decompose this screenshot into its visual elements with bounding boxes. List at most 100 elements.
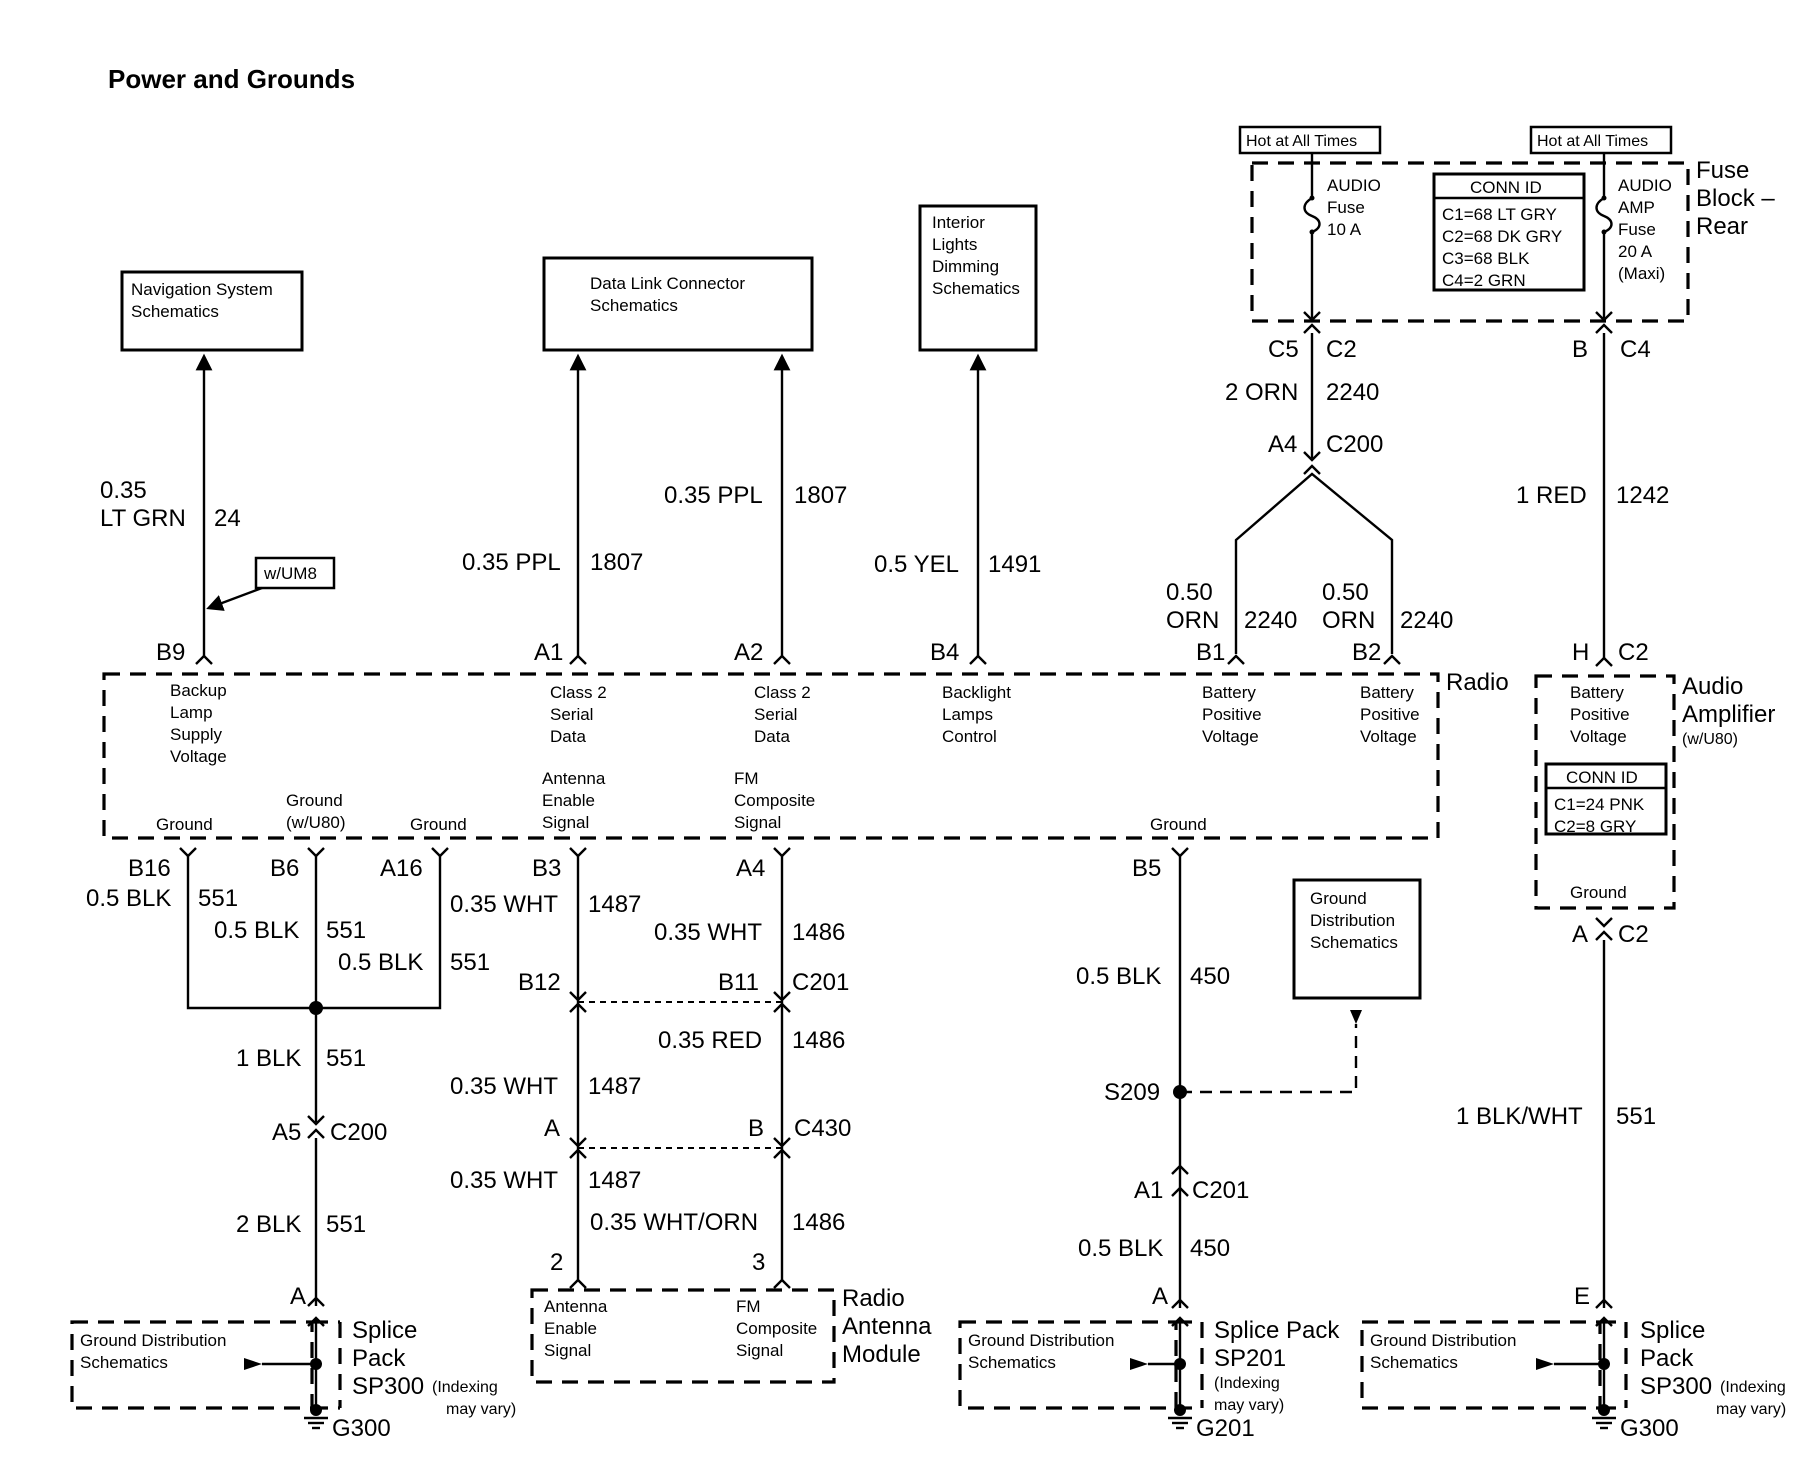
refs-gd_inline-1-label: Schematics (968, 1353, 1056, 1372)
amp-pin_bottom-label: A (1572, 921, 1588, 948)
page-title: Power and Grounds (108, 64, 355, 94)
path-element (569, 991, 587, 1002)
splices-sp300_right-name-1-label: Pack (1640, 1345, 1694, 1372)
radio-pins_bottom-0-label: B16 (128, 855, 171, 882)
radio-component: Radio Backup Lamp Supply Voltage Class 2… (102, 669, 1509, 840)
path-element (1350, 1010, 1362, 1024)
wires-w1487b-1-label: 1487 (588, 1073, 641, 1100)
path-element (244, 1358, 262, 1370)
radio-pins_top-2-label: A2 (734, 639, 763, 666)
path-element (1303, 311, 1321, 322)
radio-pins_bottom-3-label: B3 (532, 855, 561, 882)
path-element (1303, 323, 1321, 334)
radio-backup-2-label: Supply (170, 725, 222, 744)
wires-w1486c-0-label: 0.35 WHT/ORN (590, 1209, 758, 1236)
radio-battery-1-label: Positive (1202, 705, 1262, 724)
path-element (569, 1002, 587, 1013)
rect-element (1360, 1320, 1602, 1410)
interior-ref-1: Interior (932, 213, 985, 232)
radio-pins_top-1-label: A1 (534, 639, 563, 666)
path-element (773, 847, 791, 858)
antenna_module-fm-0-label: FM (736, 1297, 761, 1316)
path-element (773, 1137, 791, 1148)
antenna_module-fm-1-label: Composite (736, 1319, 817, 1338)
wire-b2-color: ORN (1322, 607, 1375, 634)
hot-label-box-1 (1238, 125, 1382, 155)
path-element (195, 654, 213, 665)
ground-dist-ref-box (1292, 878, 1422, 1000)
splices-sp300_left-name-2-label: SP300 (352, 1373, 424, 1400)
wires-w1486c-1-label: 1486 (792, 1209, 845, 1236)
splices-sp201-pin-label: A (1152, 1283, 1168, 1310)
wire-b2-gauge: 0.50 (1322, 579, 1369, 606)
path-element (307, 1115, 325, 1126)
path-element (1595, 930, 1613, 941)
connectors-c200b-label: C200 (330, 1119, 387, 1146)
circle-element (310, 1404, 322, 1416)
polyline-element (1180, 1024, 1358, 1094)
wire-1807a-gauge: 0.35 PPL (462, 549, 561, 576)
circle-element (1601, 229, 1607, 235)
path-element (1171, 847, 1189, 858)
path-element (569, 847, 587, 858)
radio-backlight-0-label: Backlight (942, 683, 1011, 702)
audio-fuse-label-1: AUDIO (1327, 176, 1381, 195)
wires-w1487c-0-label: 0.35 WHT (450, 1167, 558, 1194)
audio-amplifier: Battery Positive Voltage CONN ID C1=24 P… (1534, 673, 1775, 910)
hot-label-1: Hot at All Times (1246, 133, 1357, 150)
radio-backup-3-label: Voltage (170, 747, 227, 766)
radio-fm_composite-1-label: Composite (734, 791, 815, 810)
radio-class2-0-label: Class 2 (550, 683, 607, 702)
path-element (773, 991, 791, 1002)
wire-1242-gauge: 1 RED (1516, 482, 1587, 509)
refs-gd_inline-0-label: Ground Distribution (80, 1331, 226, 1350)
splices-sp300_right-pin-label: E (1574, 1283, 1590, 1310)
radio-ground-label: Ground (410, 815, 467, 834)
interior-ref-2: Lights (932, 235, 977, 254)
wires-w1486b-1-label: 1486 (792, 1027, 845, 1054)
wires-w1487a-1-label: 1487 (588, 891, 641, 918)
path-element (969, 654, 987, 665)
fuse-block-outline (1250, 161, 1690, 323)
wires-w551d-0-label: 1 BLK (236, 1045, 301, 1072)
wire-2240-circuit: 2240 (1326, 379, 1379, 406)
audio-fuse-icon (1303, 163, 1321, 318)
path-element (307, 1296, 325, 1307)
fuse-conn-id-box (1432, 172, 1586, 292)
splices-sp300_right-ground-label: G300 (1620, 1415, 1679, 1442)
amp-fuse-label-1: AUDIO (1618, 176, 1672, 195)
path-element (1595, 656, 1613, 667)
path-element (1130, 1358, 1148, 1370)
splices-sp300_right-name-2-label: SP300 (1640, 1373, 1712, 1400)
fuse-block-name-3: Rear (1696, 213, 1748, 240)
option-um8-box (254, 556, 336, 590)
wires-w450b-1-label: 450 (1190, 1235, 1230, 1262)
rect-element (530, 1288, 836, 1384)
fuse-conn-3: C3=68 BLK (1442, 249, 1530, 268)
polyline-element (1234, 472, 1394, 654)
splices-sp300_left-pin-label: A (290, 1283, 306, 1310)
radio-pins_top-3-label: B4 (930, 639, 959, 666)
radio-pins_top-4-label: B1 (1196, 639, 1225, 666)
audio-fuse-label-2: Fuse (1327, 198, 1365, 217)
fuse-conn-title: CONN ID (1470, 178, 1542, 197)
splices-sp201-note-1-label: may vary) (1214, 1397, 1284, 1414)
path-element (569, 654, 587, 665)
option-um8: w/UM8 (263, 564, 317, 583)
conn-a4: A4 (1268, 431, 1297, 458)
connectors-a1-label: A1 (1134, 1177, 1163, 1204)
radio-battery-2-label: Voltage (1360, 727, 1417, 746)
splices-sp201-name-1-label: SP201 (1214, 1345, 1286, 1372)
line-element (206, 586, 263, 611)
path-element (1536, 1358, 1554, 1370)
path-element (179, 847, 197, 858)
connectors-a5-label: A5 (272, 1119, 301, 1146)
wires-w551b-0-label: 0.5 BLK (214, 917, 299, 944)
radio-class2-2-label: Data (550, 727, 586, 746)
radio-battery-1-label: Positive (1360, 705, 1420, 724)
nav-ref-1: Navigation System (131, 280, 273, 299)
wire-1491-gauge: 0.5 YEL (874, 551, 959, 578)
path-element (569, 1278, 587, 1289)
radio-class2-1-label: Serial (550, 705, 593, 724)
splices-sp300_left-note-0-label: (Indexing (432, 1379, 498, 1396)
